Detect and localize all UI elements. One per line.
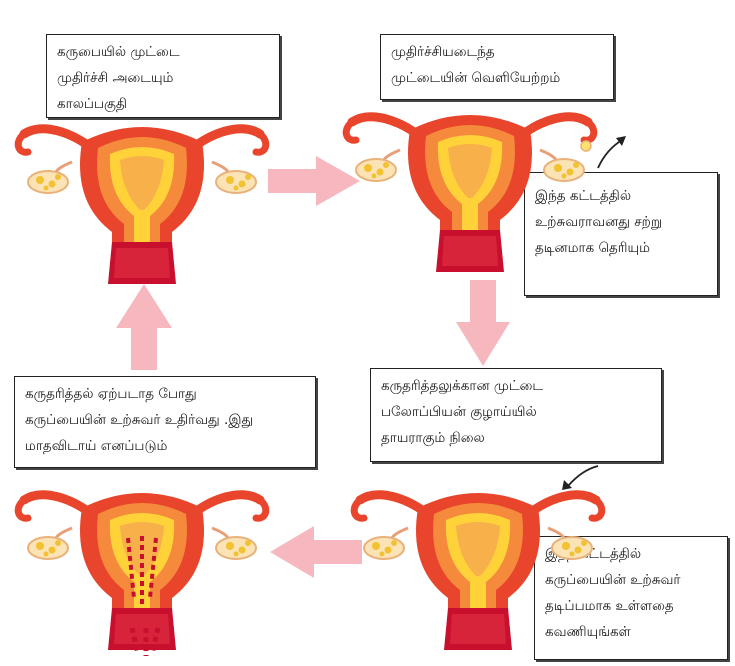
note-2: இந்த கட்டத்தில் கருப்பையின் உற்சுவர் தடி… — [534, 536, 728, 660]
pointer-arrow-top — [597, 136, 626, 169]
stage-2-label: முதிர்ச்சியடைந்த முட்டையின் வெளியேற்றம் — [380, 34, 614, 100]
note-1: இந்த கட்டத்தில் உற்சுவராவனது சற்று தடினம… — [524, 172, 718, 296]
stage-3-label: கருதரித்தலுக்கான முட்டை பலோப்பியன் குழாய… — [370, 368, 662, 462]
uterus-stage-1 — [12, 112, 276, 290]
arrow-down-right — [456, 280, 510, 366]
uterus-stage-2 — [340, 100, 604, 278]
arrow-right-top — [268, 156, 360, 206]
arrow-left-bottom — [270, 526, 362, 578]
arrow-up-left — [116, 284, 172, 370]
uterus-stage-3 — [348, 478, 612, 656]
uterus-stage-4 — [12, 478, 276, 656]
stage-4-label: கருதரித்தல் ஏற்படாத போது கருப்பையின் உற்… — [14, 376, 316, 468]
stage-1-label: கருபையில் முட்டை முதிர்ச்சி அடையும் காலப… — [46, 34, 280, 118]
pointer-arrow-bottom — [562, 465, 599, 490]
